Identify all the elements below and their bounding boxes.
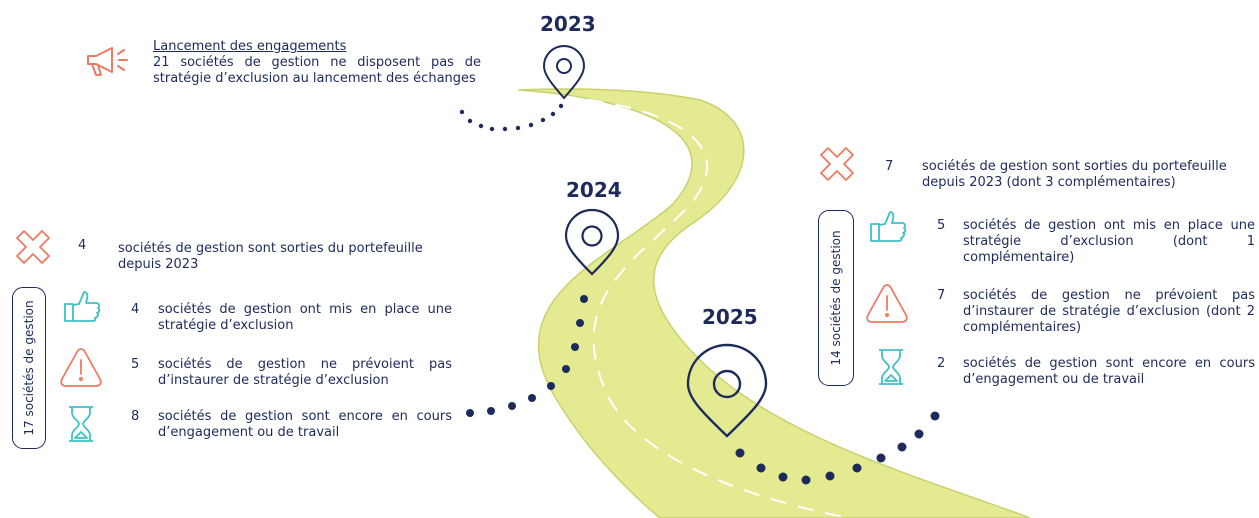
cross-icon <box>16 230 50 264</box>
launch-title: Lancement des engagements <box>153 39 347 54</box>
warning-icon <box>60 348 102 387</box>
thumbs-up-icon <box>64 291 101 322</box>
right-item-1-text: sociétés de gestion ont mis en place une… <box>963 218 1255 265</box>
right-group-label: 14 sociétés de gestion <box>818 210 854 386</box>
right-exit-number: 7 <box>885 159 894 174</box>
left-item-2-text: sociétés de gestion ne prévoient pas d’i… <box>158 357 452 388</box>
dotted-path-2024 <box>466 295 588 417</box>
road-center-line <box>559 95 851 518</box>
cross-icon <box>820 147 854 181</box>
megaphone-icon <box>87 47 128 76</box>
pin-2025 <box>686 343 768 438</box>
left-item-3-number: 8 <box>131 409 140 424</box>
hourglass-icon <box>69 406 93 442</box>
right-group-label-text: 14 sociétés de gestion <box>829 230 843 366</box>
pin-2024 <box>564 208 620 276</box>
thumbs-up-icon <box>870 211 907 242</box>
left-item-1-number: 4 <box>131 302 140 317</box>
left-item-1-text: sociétés de gestion ont mis en place une… <box>158 302 452 333</box>
right-item-2-number: 7 <box>937 288 946 303</box>
launch-text: 21 sociétés de gestion ne disposent pas … <box>153 55 481 86</box>
dotted-path-2025 <box>735 411 940 485</box>
right-item-3-number: 2 <box>937 356 946 371</box>
dotted-path-2023 <box>459 103 564 132</box>
year-2024-label: 2024 <box>566 178 622 202</box>
warning-icon <box>866 284 908 323</box>
left-group-label: 17 sociétés de gestion <box>12 287 46 449</box>
left-item-2-number: 5 <box>131 357 140 372</box>
left-exit-text: sociétés de gestion sont sorties du port… <box>118 241 423 272</box>
year-2025-label: 2025 <box>702 305 758 329</box>
launch-block: Lancement des engagements 21 sociétés de… <box>153 39 481 87</box>
year-2023-label: 2023 <box>540 12 596 36</box>
right-exit-text: sociétés de gestion sont sorties du port… <box>922 159 1227 190</box>
left-exit-number: 4 <box>78 238 87 253</box>
left-item-3-text: sociétés de gestion sont encore en cours… <box>158 409 452 440</box>
right-item-2-text: sociétés de gestion ne prévoient pas d’i… <box>963 288 1255 335</box>
right-item-3-text: sociétés de gestion sont encore en cours… <box>963 356 1255 387</box>
left-group-label-text: 17 sociétés de gestion <box>22 300 36 436</box>
right-item-1-number: 5 <box>937 218 946 233</box>
hourglass-icon <box>879 349 903 385</box>
pin-2023 <box>542 45 586 100</box>
road <box>517 88 1031 518</box>
